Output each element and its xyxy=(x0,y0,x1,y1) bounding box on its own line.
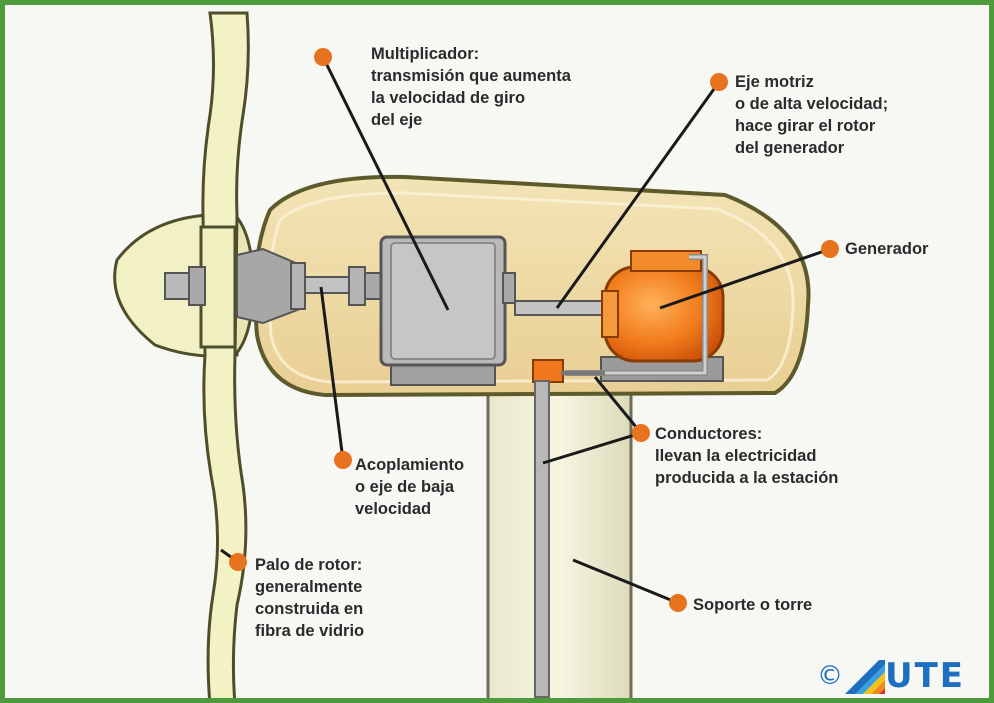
copyright-symbol: © xyxy=(817,661,843,691)
leader-conductores-2 xyxy=(542,431,642,465)
leader-conductores-1 xyxy=(593,376,643,434)
label-palo-rotor-line-1: Palo de rotor: xyxy=(255,556,363,574)
conductors xyxy=(532,359,605,698)
label-eje-motriz-line-1: Eje motriz xyxy=(735,73,814,91)
label-multiplicador-line-4: del eje xyxy=(371,111,423,129)
marker-palo-rotor xyxy=(229,553,247,571)
leader-multiplicador xyxy=(321,56,450,311)
label-conductores-line-1: Conductores: xyxy=(655,425,763,443)
label-palo-rotor: Palo de rotor: generalmente construida e… xyxy=(255,554,364,642)
marker-multiplicador xyxy=(314,48,332,66)
label-palo-rotor-line-4: fibra de vidrio xyxy=(255,622,365,640)
label-conductores: Conductores: llevan la electricidad prod… xyxy=(655,423,838,489)
leader-soporte xyxy=(572,558,679,605)
label-soporte: Soporte o torre xyxy=(693,594,812,616)
gearbox xyxy=(379,235,516,386)
label-soporte-line-1: Soporte o torre xyxy=(693,596,813,614)
label-multiplicador: Multiplicador: transmisión que aumenta l… xyxy=(371,43,571,131)
label-multiplicador-line-1: Multiplicador: xyxy=(371,45,480,63)
label-acoplamiento-line-2: o eje de baja xyxy=(355,478,455,496)
label-acoplamiento-line-1: Acoplamiento xyxy=(355,456,465,474)
rotor-hub xyxy=(199,225,237,349)
ute-logo-icon xyxy=(845,660,885,694)
marker-conductores xyxy=(632,424,650,442)
label-eje-motriz-line-4: del generador xyxy=(735,139,845,157)
label-palo-rotor-line-3: construida en xyxy=(255,600,364,618)
marker-generador xyxy=(821,240,839,258)
marker-eje-motriz xyxy=(710,73,728,91)
leader-generador xyxy=(659,247,831,310)
label-acoplamiento-line-3: velocidad xyxy=(355,500,432,518)
label-multiplicador-line-3: la velocidad de giro xyxy=(371,89,526,107)
leader-lines xyxy=(220,56,831,605)
label-palo-rotor-line-2: generalmente xyxy=(255,578,363,596)
marker-soporte xyxy=(669,594,687,612)
label-generador: Generador xyxy=(845,238,928,260)
ute-logo-text: UTE xyxy=(885,656,966,696)
label-acoplamiento: Acoplamiento o eje de baja velocidad xyxy=(355,454,464,520)
label-eje-motriz-line-3: hace girar el rotor xyxy=(735,117,876,135)
wind-turbine-diagram xyxy=(113,11,839,698)
label-conductores-line-2: llevan la electricidad xyxy=(655,447,817,465)
low-speed-shaft xyxy=(164,247,382,325)
label-markers xyxy=(229,48,839,612)
marker-acoplamiento xyxy=(334,451,352,469)
rotor-blade xyxy=(201,11,250,698)
tower xyxy=(486,373,633,698)
label-eje-motriz-line-2: o de alta velocidad; xyxy=(735,95,889,113)
label-generador-line-1: Generador xyxy=(845,240,929,258)
label-multiplicador-line-2: transmisión que aumenta xyxy=(371,67,571,85)
label-eje-motriz: Eje motriz o de alta velocidad; hace gir… xyxy=(735,71,888,159)
leader-eje-motriz xyxy=(555,81,721,309)
label-conductores-line-3: producida a la estación xyxy=(655,469,839,487)
leader-acoplamiento xyxy=(319,286,345,461)
generator xyxy=(565,250,725,382)
